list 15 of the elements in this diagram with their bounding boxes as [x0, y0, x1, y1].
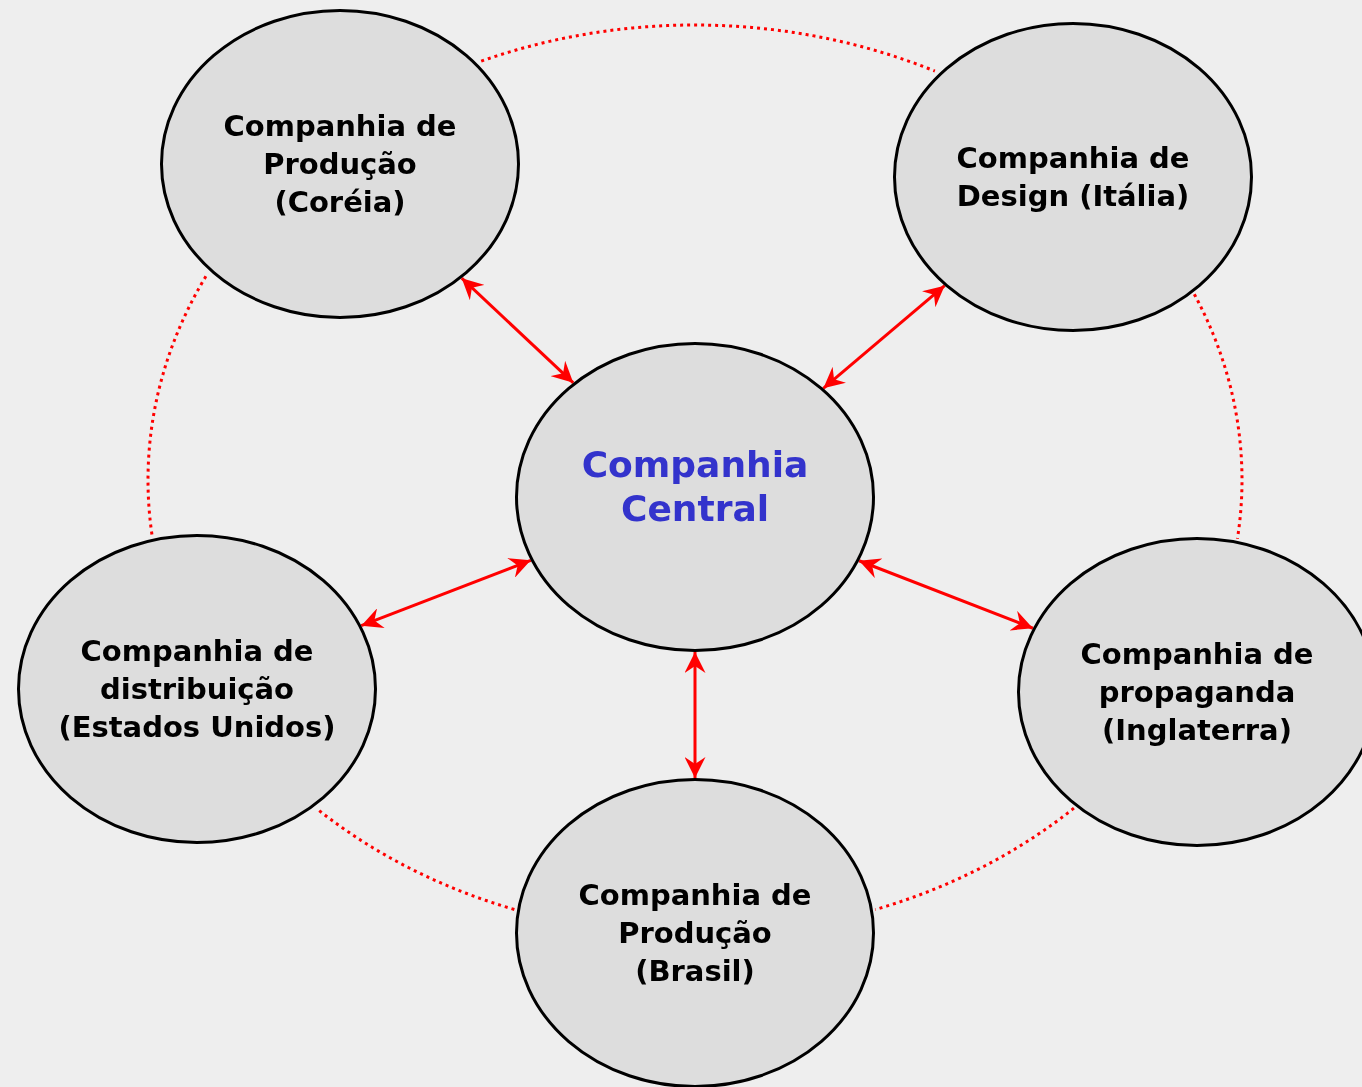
- company-name: Companhia de Produção (Brasil): [577, 877, 813, 990]
- dotted-line: [480, 23, 936, 73]
- dotted-line: [1193, 293, 1244, 540]
- double-arrow: [360, 558, 532, 628]
- company-name: Companhia de distribuição (Estados Unidos): [57, 633, 337, 746]
- double-arrow: [822, 284, 946, 390]
- company-name: Companhia de Produção (Coréia): [222, 108, 458, 221]
- double-arrow: [684, 652, 706, 778]
- double-arrow: [858, 558, 1034, 631]
- dotted-line: [874, 807, 1075, 912]
- double-arrow: [460, 277, 575, 384]
- central-company-name: Companhia Central: [580, 443, 810, 531]
- dotted-line: [316, 808, 515, 911]
- company-name: Companhia de Design (Itália): [955, 140, 1191, 215]
- company-name: Companhia de propaganda (Inglaterra): [1079, 636, 1315, 749]
